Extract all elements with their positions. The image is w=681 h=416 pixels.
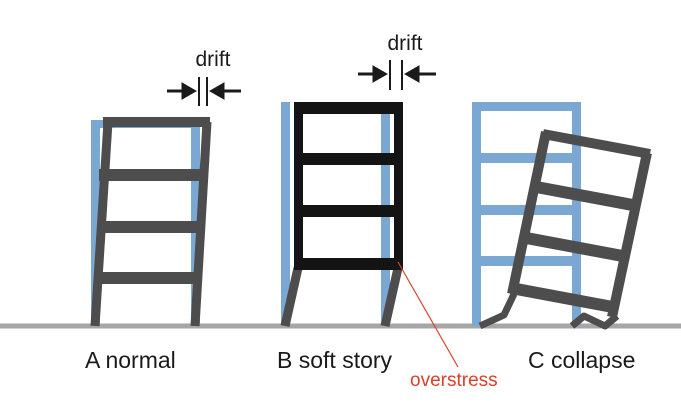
overstress-leader-line	[397, 261, 459, 368]
drift-arrows-b	[358, 60, 436, 90]
drift-arrows-a	[167, 77, 241, 106]
caption-building-c: C collapse	[528, 347, 635, 373]
building-a-deformed-frame	[90, 117, 212, 327]
building-b-soft-story-legs	[280, 267, 403, 327]
caption-building-b: B soft story	[277, 347, 393, 373]
building-b-deformed-frame	[294, 102, 403, 270]
drift-label-a: drift	[195, 48, 230, 71]
building-c-crushed-legs	[478, 292, 620, 330]
building-c-collapsed-frame	[507, 129, 652, 319]
overstress-label: overstress	[410, 370, 498, 391]
caption-building-a: A normal	[85, 347, 176, 373]
drift-label-b: drift	[387, 32, 422, 55]
